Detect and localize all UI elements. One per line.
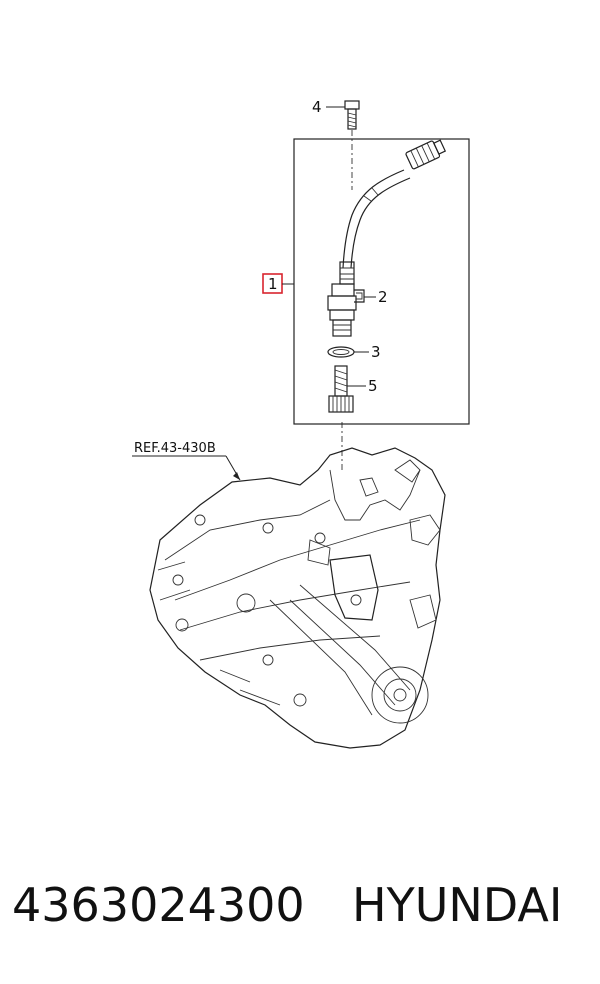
transaxle-housing <box>149 447 446 749</box>
callout-4: 4 <box>312 98 322 116</box>
callout-5: 5 <box>368 377 378 395</box>
bolt-part <box>344 100 360 130</box>
clip-part <box>354 289 365 303</box>
reference-arrow-icon <box>233 472 240 480</box>
speed-sensor-harness <box>327 139 447 337</box>
callout-2: 2 <box>378 288 388 306</box>
o-ring-part <box>327 346 355 358</box>
brand-name: HYUNDAI <box>352 878 563 932</box>
driven-gear-part <box>328 365 354 413</box>
part-number: 4363024300 <box>12 878 305 932</box>
reference-label: REF.43-430B <box>134 441 216 456</box>
callout-3: 3 <box>371 343 381 361</box>
caption: 4363024300 HYUNDAI <box>0 878 600 948</box>
assembly-frame <box>293 138 470 425</box>
callout-1: 1 <box>268 275 278 293</box>
